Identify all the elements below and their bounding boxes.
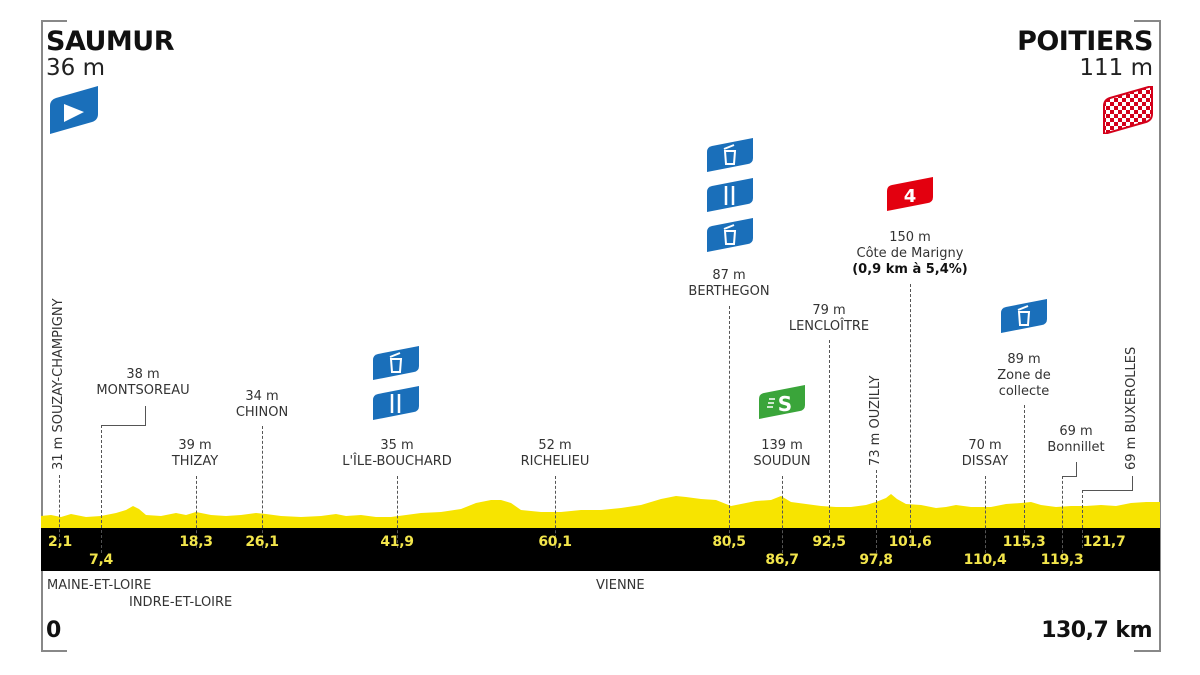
finish-checkered-flag-icon bbox=[1103, 86, 1153, 134]
start-city-name: SAUMUR bbox=[46, 26, 175, 57]
waypoint-line bbox=[59, 475, 60, 547]
distance-total: 130,7 km bbox=[1041, 618, 1152, 643]
bonnillet-leader bbox=[1062, 462, 1077, 477]
waypoint-ouzilly-label: 73 m OUZILLY bbox=[868, 375, 883, 466]
feed-zone-bin-icon bbox=[1001, 299, 1047, 333]
km-mark: 41,9 bbox=[380, 534, 414, 550]
feed-zone-bin-icon bbox=[707, 218, 753, 252]
finish-city-altitude: 111 m bbox=[1079, 55, 1153, 81]
frame-left-line bbox=[41, 20, 43, 652]
buxerolles-leader bbox=[1082, 476, 1133, 491]
intermediate-sprint-icon: S bbox=[759, 385, 805, 419]
elevation-profile bbox=[41, 494, 1160, 529]
waypoint-line bbox=[829, 340, 830, 548]
svg-text:4: 4 bbox=[904, 186, 917, 207]
km-mark: 18,3 bbox=[179, 534, 213, 550]
frame-right-bottom-tick bbox=[1134, 650, 1160, 652]
feed-zone-bin-icon bbox=[373, 346, 419, 380]
waypoint-line bbox=[910, 284, 911, 548]
waypoint-line bbox=[555, 476, 556, 548]
km-mark: 101,6 bbox=[888, 534, 932, 550]
waypoint-souzay-champigny-label: 31 m SOUZAY-CHAMPIGNY bbox=[51, 298, 66, 470]
km-mark: 110,4 bbox=[963, 552, 1007, 568]
feed-zone-bin-icon bbox=[707, 138, 753, 172]
frame-right-line bbox=[1159, 20, 1161, 652]
start-flag-icon bbox=[50, 86, 98, 134]
km-mark: 115,3 bbox=[1002, 534, 1046, 550]
km-mark: 86,7 bbox=[765, 552, 799, 568]
waypoint-line bbox=[397, 476, 398, 548]
waypoint-line bbox=[196, 476, 197, 548]
waypoint-line bbox=[985, 476, 986, 553]
refreshment-fork-knife-icon bbox=[707, 178, 753, 212]
waypoint-line bbox=[1082, 490, 1083, 548]
km-mark: 80,5 bbox=[712, 534, 746, 550]
waypoint-line bbox=[101, 425, 102, 553]
waypoint-line bbox=[262, 426, 263, 548]
waypoint-line bbox=[876, 470, 877, 553]
distance-band bbox=[41, 528, 1160, 571]
department-indre-et-loire: INDRE-ET-LOIRE bbox=[129, 595, 233, 610]
refreshment-fork-knife-icon bbox=[373, 386, 419, 420]
km-mark: 92,5 bbox=[812, 534, 846, 550]
waypoint-line bbox=[782, 476, 783, 553]
department-vienne: VIENNE bbox=[596, 578, 645, 593]
km-mark: 60,1 bbox=[538, 534, 572, 550]
climb-category-4-icon: 4 bbox=[887, 177, 933, 211]
km-mark: 7,4 bbox=[89, 552, 113, 568]
waypoint-line bbox=[1024, 405, 1025, 548]
frame-right-top-tick bbox=[1134, 20, 1160, 22]
department-maine-et-loire: MAINE-ET-LOIRE bbox=[47, 578, 152, 593]
km-mark: 97,8 bbox=[859, 552, 893, 568]
montsoreau-leader bbox=[101, 406, 146, 426]
km-mark: 119,3 bbox=[1040, 552, 1084, 568]
km-mark: 2,1 bbox=[48, 534, 72, 550]
frame-left-bottom-tick bbox=[41, 650, 67, 652]
km-mark: 26,1 bbox=[245, 534, 279, 550]
start-city-altitude: 36 m bbox=[46, 55, 105, 81]
km-mark: 121,7 bbox=[1082, 534, 1126, 550]
svg-text:S: S bbox=[778, 392, 792, 416]
waypoint-buxerolles-label: 69 m BUXEROLLES bbox=[1124, 346, 1139, 470]
frame-left-top-tick bbox=[41, 20, 67, 22]
waypoint-line bbox=[729, 306, 730, 548]
waypoint-line bbox=[1062, 476, 1063, 553]
finish-city-name: POITIERS bbox=[1017, 26, 1153, 57]
distance-start: 0 bbox=[46, 618, 61, 643]
